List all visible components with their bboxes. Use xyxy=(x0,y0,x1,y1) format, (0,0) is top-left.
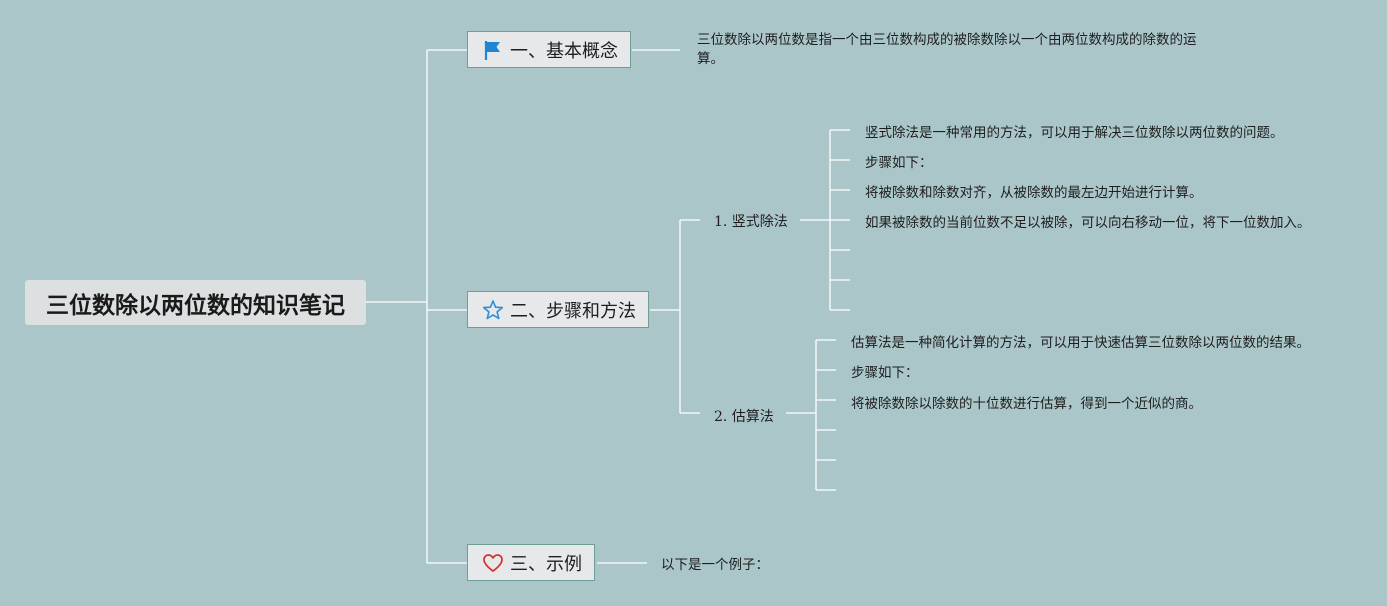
root-topic[interactable]: 三位数除以两位数的知识笔记 xyxy=(25,280,366,325)
flag-icon xyxy=(482,39,504,61)
leaf-text: 以下是一个例子： xyxy=(661,557,769,573)
list-item[interactable]: 将被除数和除数对齐，从被除数的最左边开始进行计算。 xyxy=(865,181,1203,201)
branch-steps-methods[interactable]: 二、步骤和方法 xyxy=(467,291,649,328)
subtopic-title: 2. 估算法 xyxy=(714,409,774,425)
branch-basic-concept[interactable]: 一、基本概念 xyxy=(467,31,631,68)
list-item[interactable]: 竖式除法是一种常用的方法，可以用于解决三位数除以两位数的问题。 xyxy=(865,121,1284,141)
list-item[interactable]: 如果被除数的当前位数不足以被除，可以向右移动一位，将下一位数加入。 xyxy=(865,211,1311,231)
leaf-text: 竖式除法是一种常用的方法，可以用于解决三位数除以两位数的问题。 xyxy=(865,125,1284,141)
leaf-text: 如果被除数的当前位数不足以被除，可以向右移动一位，将下一位数加入。 xyxy=(865,215,1311,231)
branch-title: 三、示例 xyxy=(510,553,582,575)
leaf-text: 将被除数和除数对齐，从被除数的最左边开始进行计算。 xyxy=(865,185,1203,201)
leaf-text: 步骤如下： xyxy=(851,365,919,381)
root-title: 三位数除以两位数的知识笔记 xyxy=(46,292,345,319)
list-item[interactable]: 步骤如下： xyxy=(865,151,933,171)
star-icon xyxy=(482,299,504,321)
concept-description: 三位数除以两位数是指一个由三位数构成的被除数除以一个由两位数构成的除数的运算。 xyxy=(697,32,1197,67)
leaf-text: 将被除数除以除数的十位数进行估算，得到一个近似的商。 xyxy=(851,396,1202,412)
leaf-text: 估算法是一种简化计算的方法，可以用于快速估算三位数除以两位数的结果。 xyxy=(851,335,1310,351)
subtopic-estimation[interactable]: 2. 估算法 xyxy=(714,406,774,426)
list-item[interactable]: 估算法是一种简化计算的方法，可以用于快速估算三位数除以两位数的结果。 xyxy=(851,331,1310,351)
list-item[interactable]: 步骤如下： xyxy=(851,361,919,381)
list-item[interactable]: 将被除数除以除数的十位数进行估算，得到一个近似的商。 xyxy=(851,392,1202,412)
branch-title: 二、步骤和方法 xyxy=(510,300,636,322)
leaf-text: 步骤如下： xyxy=(865,155,933,171)
subtopic-long-division[interactable]: 1. 竖式除法 xyxy=(714,211,788,231)
branch-examples[interactable]: 三、示例 xyxy=(467,544,595,581)
branch-title: 一、基本概念 xyxy=(510,40,618,62)
examples-description[interactable]: 以下是一个例子： xyxy=(661,553,769,573)
subtopic-title: 1. 竖式除法 xyxy=(714,214,788,230)
heart-icon xyxy=(482,552,504,574)
